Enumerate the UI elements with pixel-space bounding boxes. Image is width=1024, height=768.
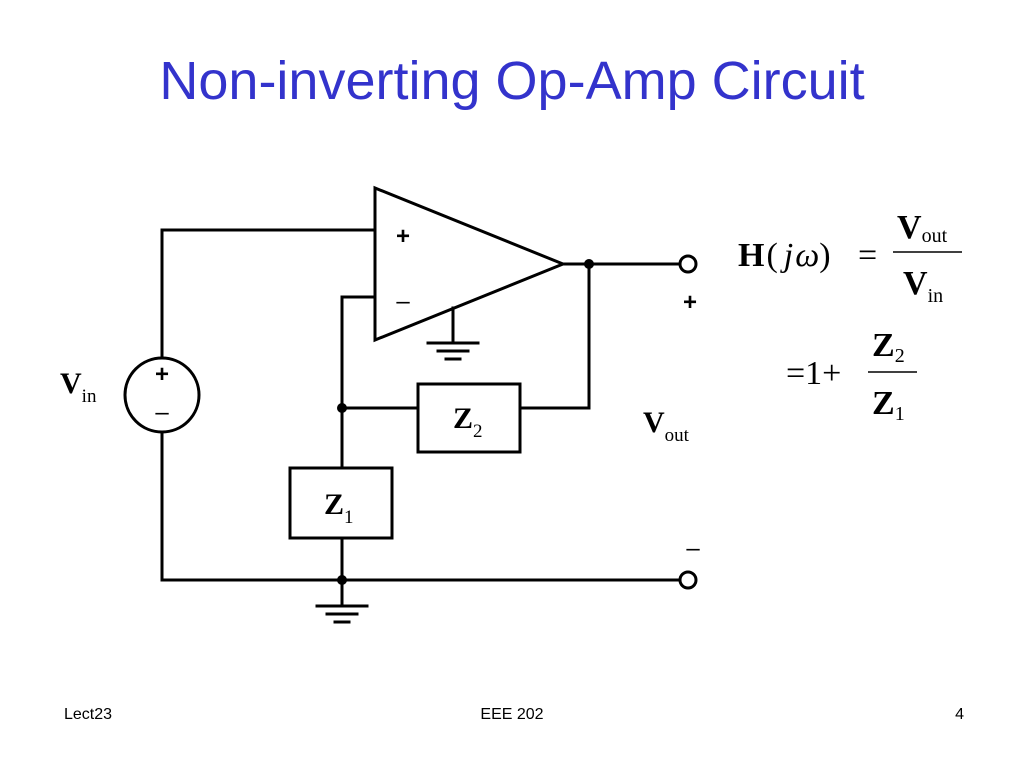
eq-frac1-numerator: Vout (897, 209, 948, 247)
opamp-minus-sign: – (396, 288, 410, 315)
junction-dot (584, 259, 594, 269)
footer-lecture: Lect23 (64, 706, 113, 723)
eq-frac1-denominator: Vin (903, 265, 943, 307)
wire-plus-input (160, 228, 377, 360)
source-minus-sign: – (155, 399, 169, 426)
wire-source-bottom (160, 430, 682, 582)
eq-frac2-numerator: Z2 (872, 327, 905, 367)
z2-label: Z2 (453, 402, 483, 442)
output-terminal-bottom (678, 570, 698, 590)
output-plus-sign: + (683, 289, 697, 316)
vout-label: Vout (643, 406, 690, 446)
footer-course: EEE 202 (480, 706, 544, 723)
wire-feedback (518, 262, 591, 410)
junction-dot (337, 575, 347, 585)
opamp-plus-sign: + (396, 223, 410, 250)
eq-line2-prefix: =1+ (786, 355, 841, 392)
eq-lhs: H(jω) (738, 237, 831, 274)
output-minus-sign: – (686, 535, 700, 562)
footer-page-number: 4 (955, 706, 964, 723)
output-terminal-top (678, 254, 698, 274)
z1-box (288, 466, 394, 540)
source-plus-sign: + (155, 361, 169, 388)
vin-label: Vin (60, 367, 97, 407)
junction-dot (337, 403, 347, 413)
voltage-source (123, 356, 201, 434)
slide-title: Non-inverting Op-Amp Circuit (159, 51, 865, 111)
eq-equals: = (858, 237, 877, 274)
z2-box (416, 382, 522, 454)
transfer-function-equation: H(jω) = Vout Vin =1+ Z2 Z1 (738, 209, 962, 425)
wire-minus-input (340, 295, 377, 470)
opamp-triangle (373, 185, 568, 343)
eq-frac2-denominator: Z1 (872, 385, 905, 425)
z1-label: Z1 (324, 488, 354, 528)
